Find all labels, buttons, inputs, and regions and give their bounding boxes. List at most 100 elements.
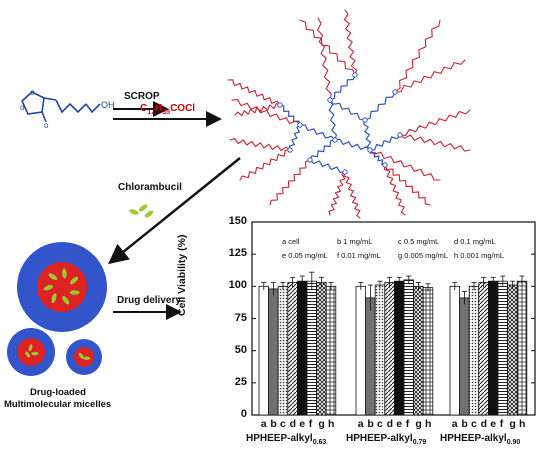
alkyl-chain-arm	[231, 99, 301, 126]
core-chain-segment	[309, 139, 336, 161]
bar-a	[449, 285, 461, 416]
y-tick-label: 75	[234, 311, 247, 324]
encapsulated-drug	[78, 352, 84, 359]
phosphate-node	[287, 147, 293, 153]
arrow-self-assembly	[108, 157, 241, 265]
encapsulated-drug	[28, 344, 33, 352]
acyl-chloride-label: C17H35COCl	[140, 103, 196, 116]
category-label: g	[509, 418, 516, 430]
category-label: b	[461, 418, 468, 430]
bar-c	[468, 285, 480, 416]
alkyl-chain-arm	[343, 9, 358, 76]
encapsulated-drug	[48, 273, 58, 280]
group-label-sub: 0.79	[412, 439, 427, 446]
category-label: g	[415, 418, 422, 430]
y-tick-label: 50	[234, 343, 247, 356]
category-label: g	[318, 418, 325, 430]
alkyl-chain-arm	[384, 164, 431, 206]
legend-entry: g 0.005 mg/mL	[398, 251, 449, 260]
core-chain-segment	[328, 99, 337, 141]
legend-entry: e 0.05 mg/mL	[282, 251, 328, 260]
category-label: e	[490, 418, 497, 430]
category-label: b	[270, 418, 277, 430]
micelle	[17, 242, 107, 332]
category-label: a	[451, 418, 458, 430]
phosphate-node	[327, 97, 333, 103]
category-label: h	[519, 418, 526, 430]
alkyl-chain-arm	[328, 171, 346, 216]
chlorambucil-label: Chlorambucil	[118, 182, 182, 193]
core-chain-segment	[369, 149, 386, 166]
micelles	[7, 242, 107, 376]
category-label: f	[308, 418, 313, 430]
bar-h	[325, 285, 337, 416]
category-label: c	[377, 418, 383, 430]
bar-d	[384, 282, 395, 416]
alkyl-chain-arm	[369, 149, 441, 181]
group-label-sub: 0.90	[506, 439, 521, 446]
phosphate-node	[367, 147, 373, 153]
bar-b	[459, 297, 470, 416]
bar-a	[258, 285, 270, 416]
alkyl-chain-arm	[399, 134, 471, 152]
bar-a	[355, 285, 367, 416]
core-chain-segment	[309, 159, 346, 173]
category-label: f	[499, 418, 504, 430]
group-label-sub: 0.63	[312, 439, 327, 446]
core-chain-segment	[329, 74, 356, 101]
phosphate-node	[382, 162, 388, 168]
svg-text:o: o	[44, 121, 49, 130]
category-label: a	[260, 418, 267, 430]
category-label: b	[367, 418, 374, 430]
alkyl-chain-arm	[316, 17, 332, 101]
group-label-main: HPHEEP-alkyl	[246, 433, 313, 444]
encapsulated-drug	[62, 268, 67, 279]
category-label: a	[357, 418, 364, 430]
micelle	[7, 328, 55, 376]
group-label: HPHEEP-alkyl0.63	[246, 433, 326, 446]
bar-g	[413, 285, 424, 416]
y-tick-label: 125	[228, 247, 247, 260]
y-axis-label: Cell Viability (%)	[176, 234, 188, 317]
phosphate-node	[342, 169, 348, 175]
category-label: h	[328, 418, 335, 430]
legend-entry: b 1 mg/mL	[337, 237, 373, 246]
micelle-core	[37, 262, 87, 312]
phosphate-node	[392, 89, 398, 95]
alkyl-chain-arm	[269, 159, 311, 206]
bar-b	[268, 288, 279, 416]
bar-c	[277, 285, 289, 416]
micelle-core	[74, 347, 94, 367]
core-chain-segment	[279, 104, 301, 126]
group-label-main: HPHEEP-alkyl	[346, 433, 413, 444]
category-label: e	[396, 418, 403, 430]
core-chain-segment	[288, 124, 301, 151]
bar-f	[403, 279, 415, 416]
micelle	[66, 339, 102, 375]
legend-entry: d 0.1 mg/mL	[454, 237, 496, 246]
micelle-label-line1: Drug-loaded	[30, 387, 86, 398]
legend-entry: c 0.5 mg/mL	[398, 237, 440, 246]
monomer-structure: o o o	[20, 88, 101, 130]
core-chain-segment	[334, 138, 371, 151]
scrop-label: SCROP	[124, 91, 160, 102]
phosphate-node	[332, 137, 338, 143]
alkyl-chain-arm	[394, 19, 441, 93]
bar-d	[287, 282, 298, 416]
core-chain-segment	[329, 99, 366, 121]
alkyl-chain-arm	[399, 109, 471, 136]
y-tick-label: 150	[228, 215, 247, 227]
category-label: c	[280, 418, 286, 430]
alkyl-chain-arm	[394, 59, 466, 93]
cell-viability-chart	[251, 221, 536, 416]
phosphate-node	[397, 132, 403, 138]
alkyl-chain-arm	[227, 79, 281, 106]
svg-text:o: o	[20, 103, 25, 112]
micelle-core	[17, 338, 45, 366]
group-label: HPHEEP-alkyl0.79	[346, 433, 426, 446]
encapsulated-drug	[70, 276, 79, 285]
encapsulated-drug	[62, 295, 70, 305]
category-label: f	[405, 418, 410, 430]
bar-g	[316, 282, 327, 416]
bar-c	[374, 284, 386, 416]
